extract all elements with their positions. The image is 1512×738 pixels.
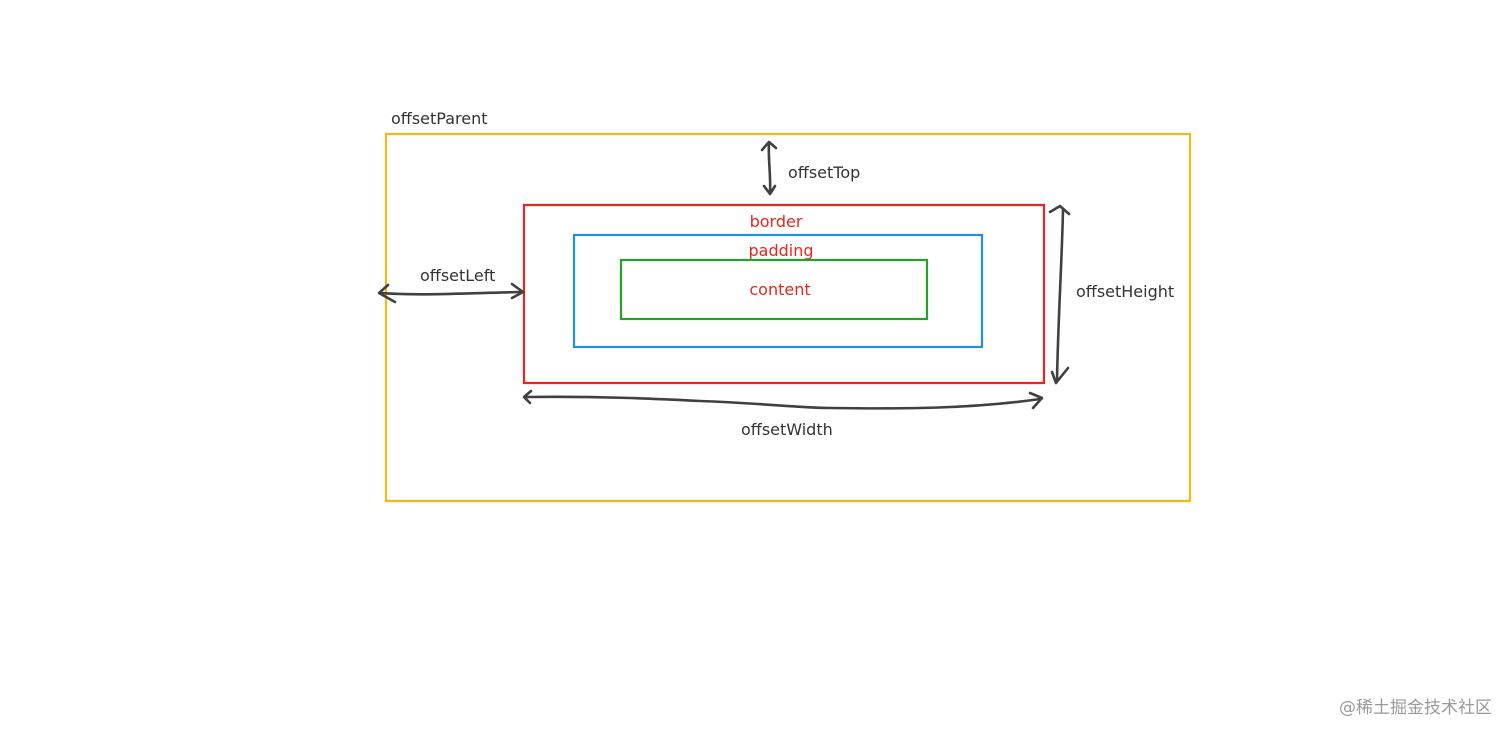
offset-height-label: offsetHeight [1076, 282, 1174, 301]
content-label: content [749, 280, 810, 299]
offset-width-label: offsetWidth [741, 420, 833, 439]
offset-height-arrow [1048, 204, 1071, 385]
border-box [522, 203, 1046, 385]
offset-left-label: offsetLeft [420, 266, 495, 285]
content-box [619, 258, 929, 321]
offset-parent-label: offsetParent [391, 109, 487, 128]
offset-top-label: offsetTop [788, 163, 860, 182]
padding-box [572, 233, 984, 349]
watermark: @稀土掘金技术社区 [1339, 698, 1492, 718]
offset-parent-box [384, 132, 1192, 503]
border-label: border [750, 212, 803, 231]
offset-width-arrow [522, 389, 1044, 410]
padding-label: padding [748, 241, 813, 260]
offset-top-arrow [760, 140, 778, 196]
offset-left-arrow [377, 282, 525, 304]
